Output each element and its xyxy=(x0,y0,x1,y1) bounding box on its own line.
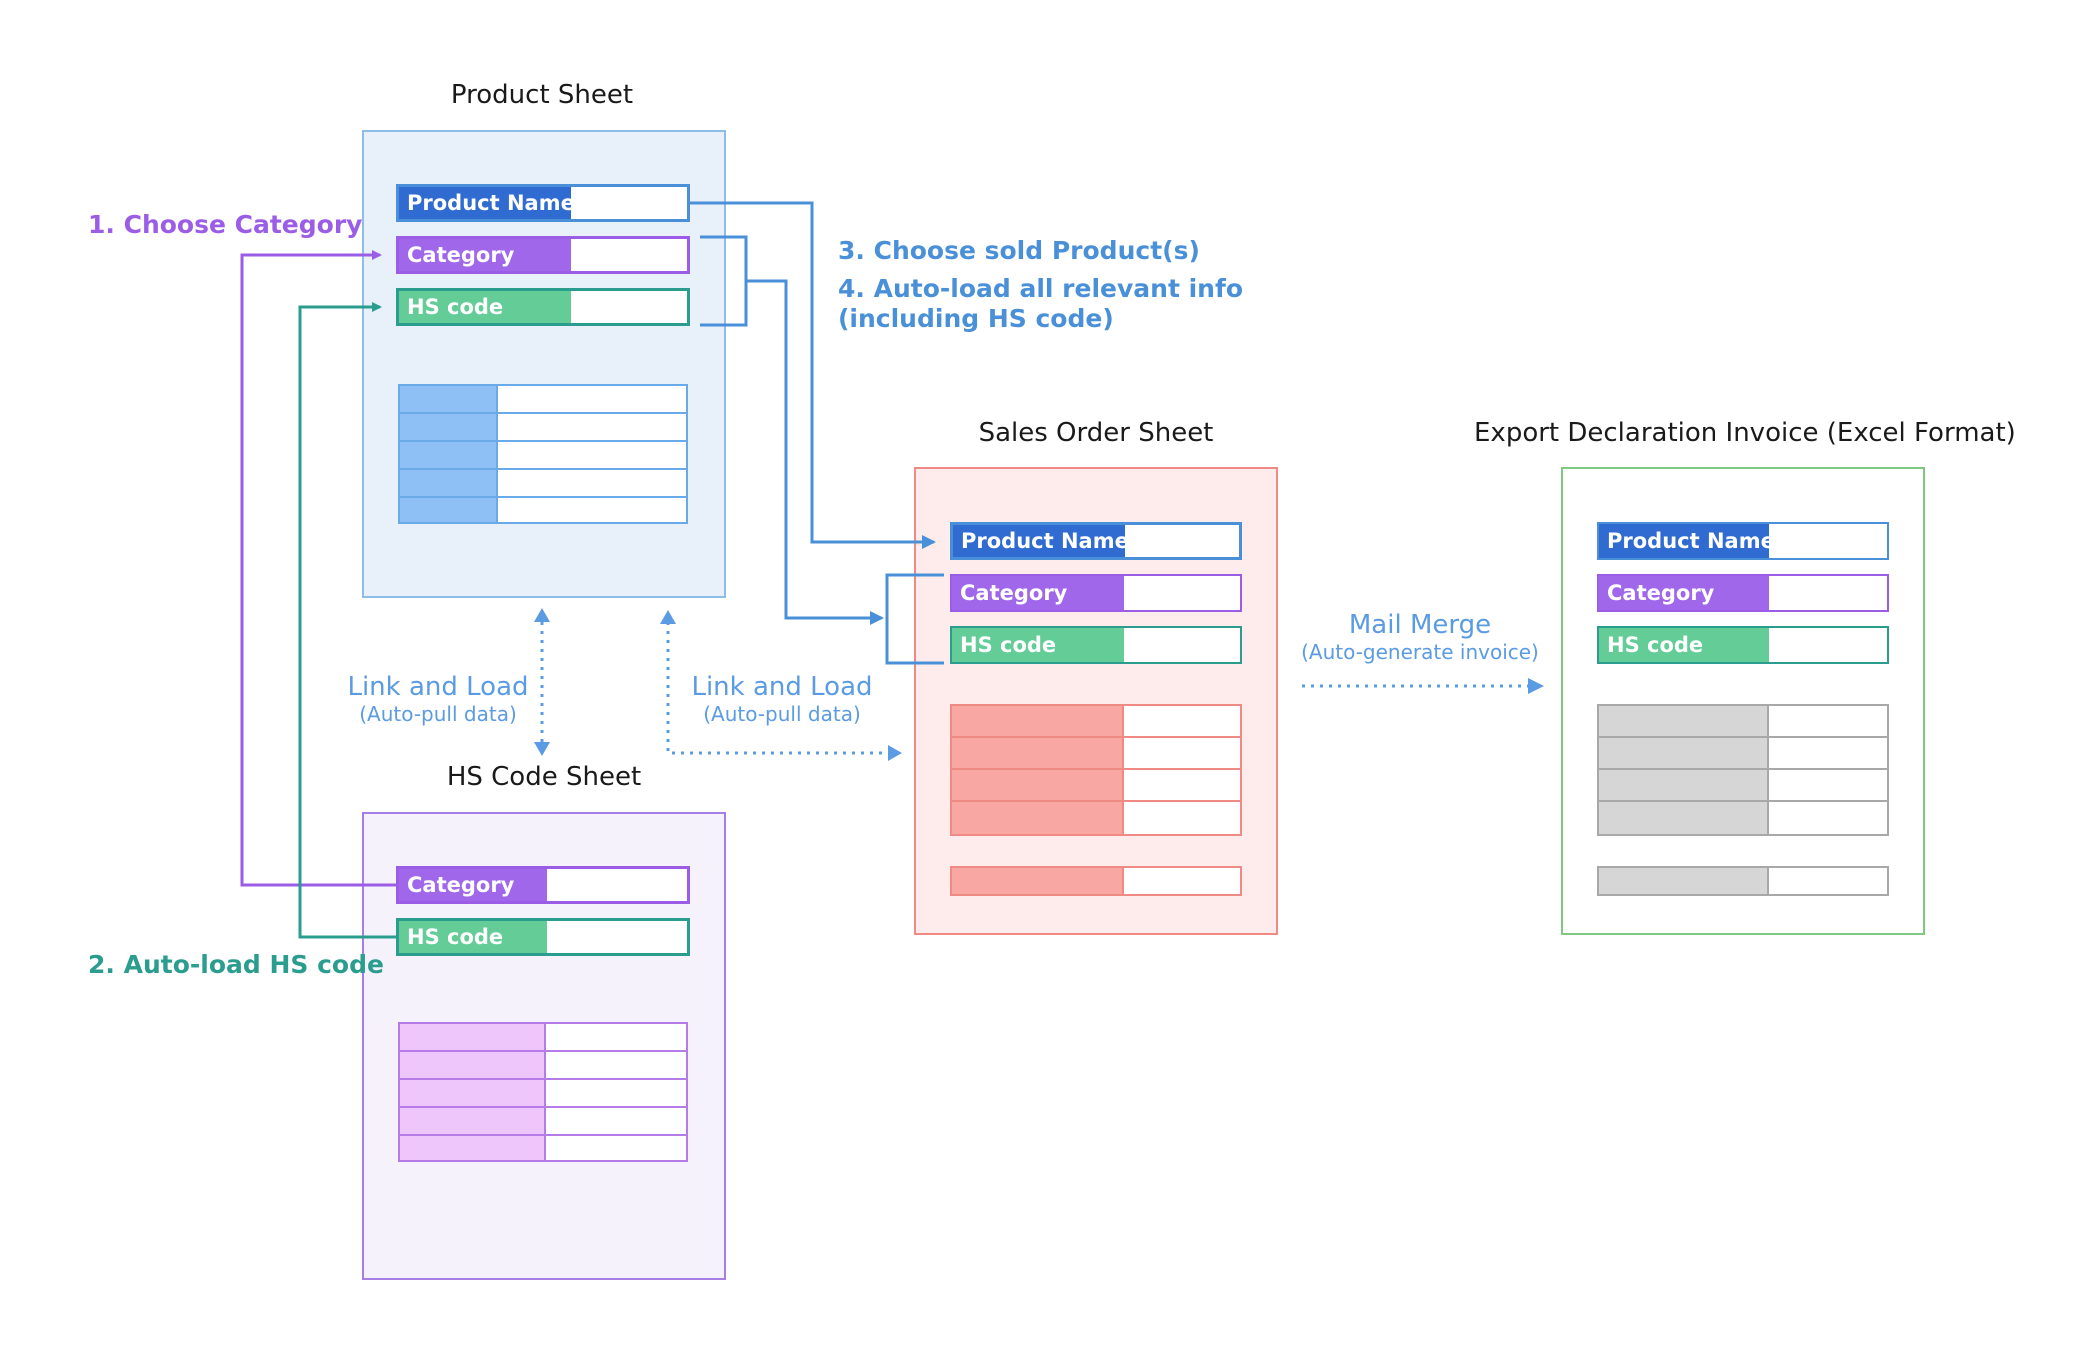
sales-product-name-field: Product Name xyxy=(950,522,1242,560)
hs-code-sheet-title: HS Code Sheet xyxy=(446,762,642,792)
link-load-right-arrow-right xyxy=(888,745,902,761)
export-invoice-total-row xyxy=(1597,866,1889,896)
step-4-sublabel: (including HS code) xyxy=(838,304,1114,333)
step-4-label: 4. Auto-load all relevant info xyxy=(838,274,1244,303)
export-invoice-table xyxy=(1597,704,1889,836)
sales-hs-code-field: HS code xyxy=(950,626,1242,664)
step-1-label: 1. Choose Category xyxy=(88,210,363,239)
export-hs-code-field: HS code xyxy=(1597,626,1889,664)
auto-load-info-bracket-target xyxy=(885,573,944,665)
link-load-left-arrow-down xyxy=(534,742,550,756)
step-3-label: 3. Choose sold Product(s) xyxy=(838,236,1200,265)
hs-code-field: HS code xyxy=(396,288,690,326)
link-load-left-label: Link and Load xyxy=(347,672,529,702)
link-load-right-arrow-up xyxy=(660,610,676,624)
sales-hs-code-label: HS code xyxy=(952,628,1124,662)
export-invoice-title: Export Declaration Invoice (Excel Format… xyxy=(1474,418,2016,448)
link-load-right-label: Link and Load xyxy=(691,672,873,702)
export-hs-code-label: HS code xyxy=(1599,628,1769,662)
product-name-label: Product Name xyxy=(399,187,575,219)
hs-category-label: Category xyxy=(399,869,547,901)
hs-category-field: Category xyxy=(396,866,690,904)
choose-category-connector xyxy=(240,250,396,887)
mail-merge-sublabel: (Auto-generate invoice) xyxy=(1301,640,1539,664)
hs-hs-code-field: HS code xyxy=(396,918,690,956)
link-load-right-connector xyxy=(666,622,890,755)
sales-product-name-label: Product Name xyxy=(953,525,1129,557)
step-2-label: 2. Auto-load HS code xyxy=(88,950,384,979)
auto-load-info-connector xyxy=(746,279,884,625)
export-category-label: Category xyxy=(1599,576,1769,610)
link-load-left-sublabel: (Auto-pull data) xyxy=(359,702,517,726)
sales-order-total-row xyxy=(950,866,1242,896)
sales-order-sheet-title: Sales Order Sheet xyxy=(978,418,1214,448)
choose-product-connector xyxy=(690,201,936,549)
category-label: Category xyxy=(399,239,571,271)
mail-merge-label: Mail Merge xyxy=(1348,610,1492,640)
auto-load-info-bracket-source xyxy=(700,235,748,327)
export-product-name-field: Product Name xyxy=(1597,522,1889,560)
sales-category-field: Category xyxy=(950,574,1242,612)
category-field: Category xyxy=(396,236,690,274)
sales-category-label: Category xyxy=(952,576,1124,610)
export-product-name-label: Product Name xyxy=(1599,524,1775,558)
sales-order-table xyxy=(950,704,1242,836)
product-table xyxy=(398,384,688,524)
link-load-right-sublabel: (Auto-pull data) xyxy=(703,702,861,726)
export-category-field: Category xyxy=(1597,574,1889,612)
product-sheet-title: Product Sheet xyxy=(450,80,634,110)
auto-load-hs-code-connector xyxy=(298,302,396,939)
hs-code-label: HS code xyxy=(399,291,571,323)
mail-merge-arrow xyxy=(1528,678,1544,694)
hs-code-table xyxy=(398,1022,688,1162)
hs-hs-code-label: HS code xyxy=(399,921,547,953)
product-name-field: Product Name xyxy=(396,184,690,222)
link-load-left-arrow-up xyxy=(534,608,550,622)
